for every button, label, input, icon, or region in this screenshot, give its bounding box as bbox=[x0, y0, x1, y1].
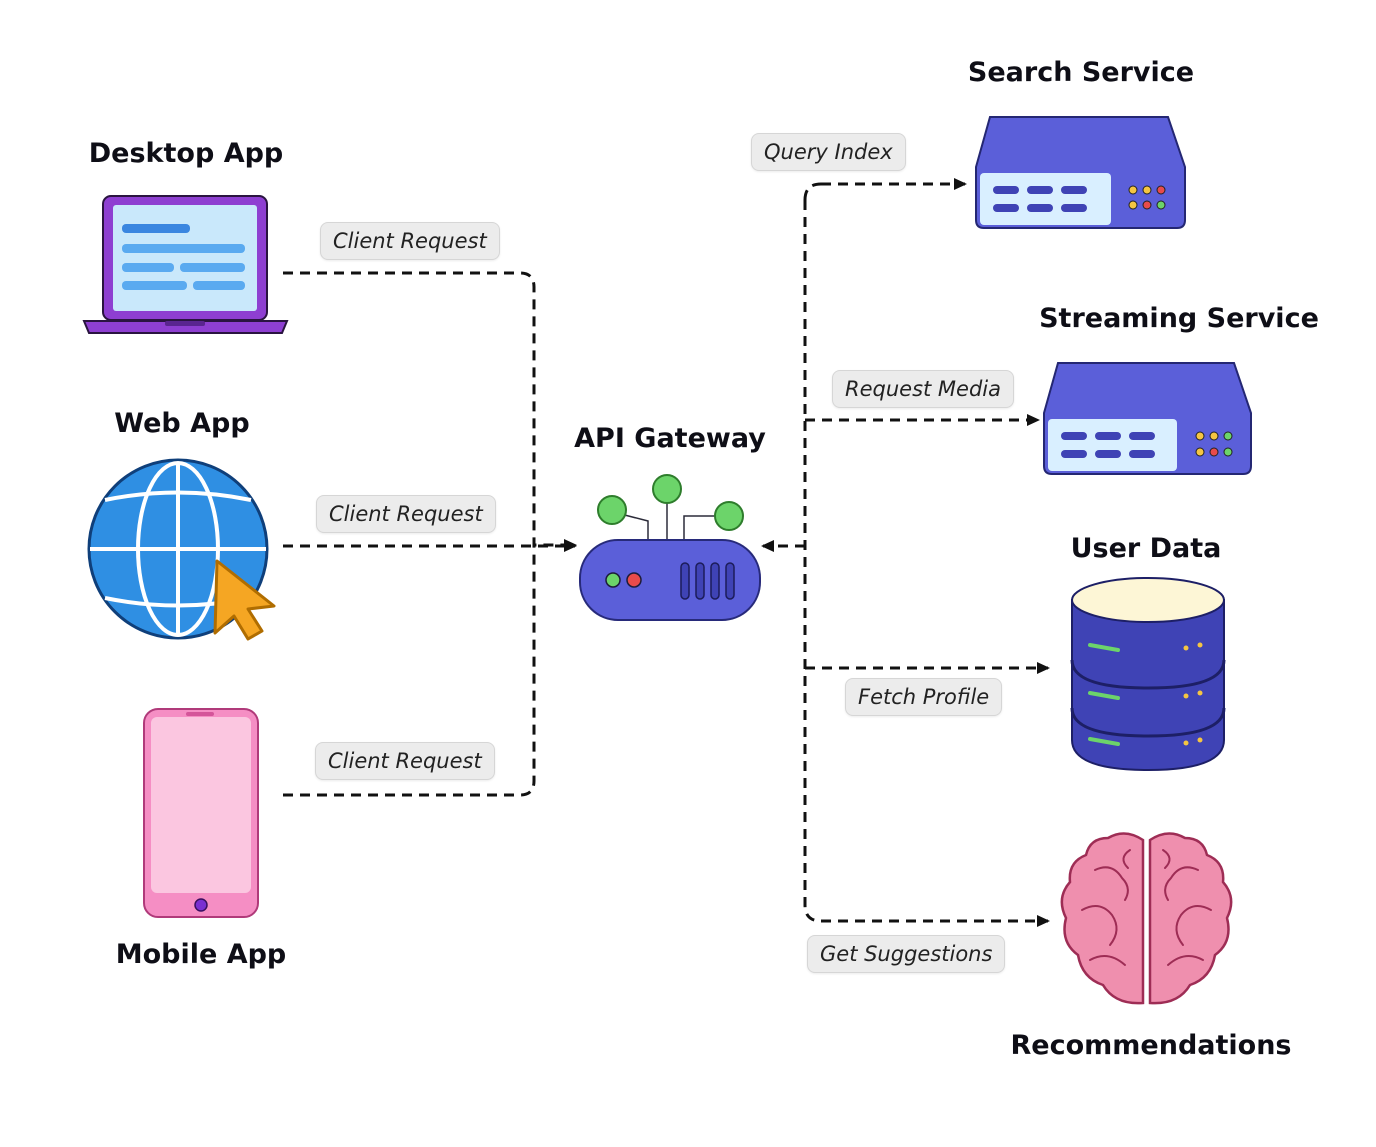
globe-cursor-icon bbox=[87, 458, 276, 641]
edge-label-get-suggestions: Get Suggestions bbox=[807, 935, 1006, 973]
edge-label-request-media: Request Media bbox=[832, 370, 1014, 408]
mobile-app-label: Mobile App bbox=[115, 939, 287, 970]
laptop-icon bbox=[82, 195, 289, 334]
edge-label-query-index: Query Index bbox=[751, 133, 906, 171]
connectors bbox=[283, 178, 1050, 927]
connector-mobile-gateway bbox=[283, 546, 536, 797]
user-data-label: User Data bbox=[1070, 533, 1222, 564]
connector-desktop-gateway bbox=[283, 271, 577, 551]
edge-label-mobile-client-request: Client Request bbox=[315, 742, 495, 780]
search-service-label: Search Service bbox=[967, 57, 1195, 88]
api-gateway-label: API Gateway bbox=[574, 423, 766, 454]
web-app-label: Web App bbox=[114, 408, 250, 439]
streaming-service-label: Streaming Service bbox=[1039, 303, 1319, 334]
database-icon bbox=[1070, 577, 1226, 772]
recommendations-label: Recommendations bbox=[1010, 1030, 1292, 1061]
brain-icon bbox=[1060, 832, 1233, 1005]
edge-label-desktop-client-request: Client Request bbox=[320, 222, 500, 260]
edge-label-fetch-profile: Fetch Profile bbox=[845, 678, 1003, 716]
router-icon bbox=[579, 474, 761, 621]
edge-label-web-client-request: Client Request bbox=[316, 495, 496, 533]
server-icon bbox=[1043, 362, 1252, 475]
desktop-app-label: Desktop App bbox=[88, 138, 284, 169]
server-icon bbox=[975, 116, 1186, 229]
connector-gateway-bus bbox=[803, 182, 822, 923]
smartphone-icon bbox=[143, 708, 259, 918]
